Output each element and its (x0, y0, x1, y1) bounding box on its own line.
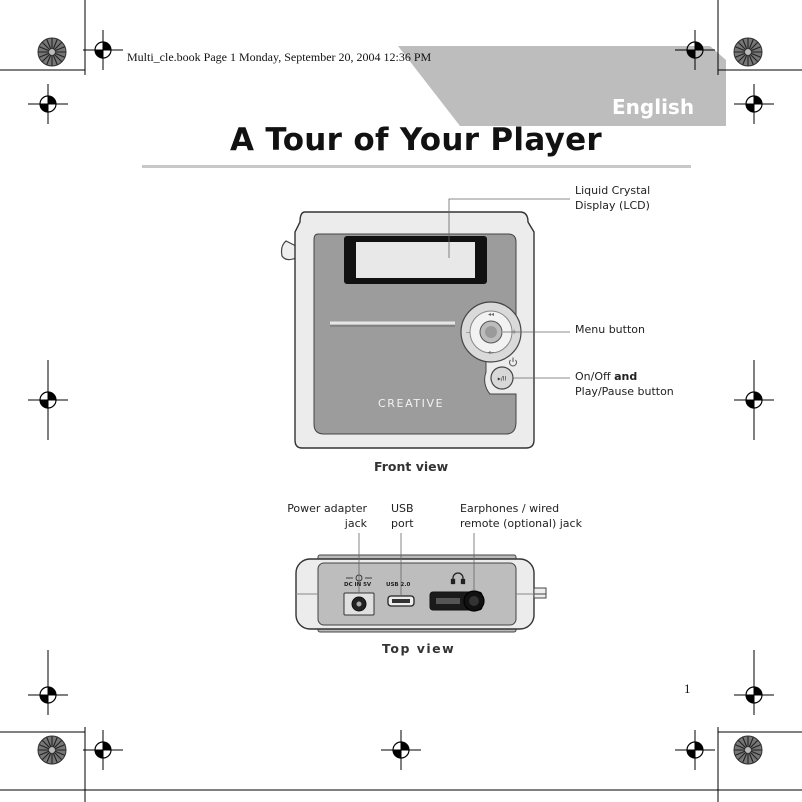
callout-usb-line2: port (391, 516, 414, 530)
callout-onoff-line1: On/Off and (575, 370, 674, 385)
callout-usb-line1: USB (391, 502, 414, 515)
color-wheel-icon (733, 37, 763, 67)
top-callout-lines (358, 533, 475, 596)
registration-mark-icon (82, 29, 124, 71)
front-callout-lines (448, 198, 570, 379)
callout-usb: USB port (391, 502, 414, 531)
callout-lcd-line1: Liquid Crystal (575, 184, 651, 197)
title-rule (142, 165, 691, 168)
callout-menu-button: Menu button (575, 323, 645, 336)
registration-mark-icon (733, 674, 775, 716)
registration-mark-icon (27, 379, 69, 421)
play-pause-icon: ▸/II (498, 376, 507, 383)
callout-earphones-line2: remote (optional) jack (460, 516, 582, 530)
callout-onoff-and: and (614, 370, 638, 383)
svg-text:◂◂: ◂◂ (488, 311, 494, 318)
callout-power-adapter-line2: jack (344, 516, 367, 530)
callout-lcd-line2: Display (LCD) (575, 198, 650, 212)
language-tab-label: English (612, 95, 695, 119)
callout-earphones: Earphones / wired remote (optional) jack (460, 502, 582, 531)
front-view-caption: Front view (374, 459, 449, 474)
callout-power-adapter: Power adapter jack (266, 502, 367, 531)
registration-mark-icon (733, 379, 775, 421)
registration-mark-icon (733, 83, 775, 125)
language-tab-shape (398, 46, 726, 126)
callout-power-adapter-line1: Power adapter (287, 502, 367, 515)
color-wheel-icon (37, 735, 67, 765)
front-view-device: ◂◂ ◂‒ ‒ + ▸/II (280, 211, 535, 449)
registration-mark-icon (27, 83, 69, 125)
svg-text:‒: ‒ (466, 328, 471, 336)
svg-text:◂‒: ◂‒ (488, 349, 495, 356)
callout-earphones-line1: Earphones / wired (460, 502, 560, 515)
color-wheel-icon (37, 37, 67, 67)
usb-label: USB 2.0 (386, 582, 411, 588)
registration-mark-icon (380, 729, 422, 771)
registration-mark-icon (27, 674, 69, 716)
callout-onoff-prefix: On/Off (575, 370, 615, 383)
page-title: A Tour of Your Player (229, 122, 603, 158)
headphone-icon (450, 572, 466, 585)
top-view-caption: Top view (382, 641, 456, 656)
page-number: 1 (684, 681, 691, 696)
top-view-device (295, 554, 547, 633)
power-icon (509, 357, 517, 367)
color-wheel-icon (733, 735, 763, 765)
registration-mark-icon (674, 729, 716, 771)
device-brand-logo: CREATIVE (378, 397, 445, 410)
print-header: Multi_cle.book Page 1 Monday, September … (127, 50, 432, 64)
callout-onoff: On/Off and Play/Pause button (575, 370, 674, 399)
dc-in-label: DC IN 5V (344, 582, 372, 588)
callout-onoff-line2: Play/Pause button (575, 384, 674, 398)
registration-mark-icon (82, 729, 124, 771)
callout-lcd: Liquid Crystal Display (LCD) (575, 184, 650, 213)
lcd-screen (356, 242, 475, 278)
